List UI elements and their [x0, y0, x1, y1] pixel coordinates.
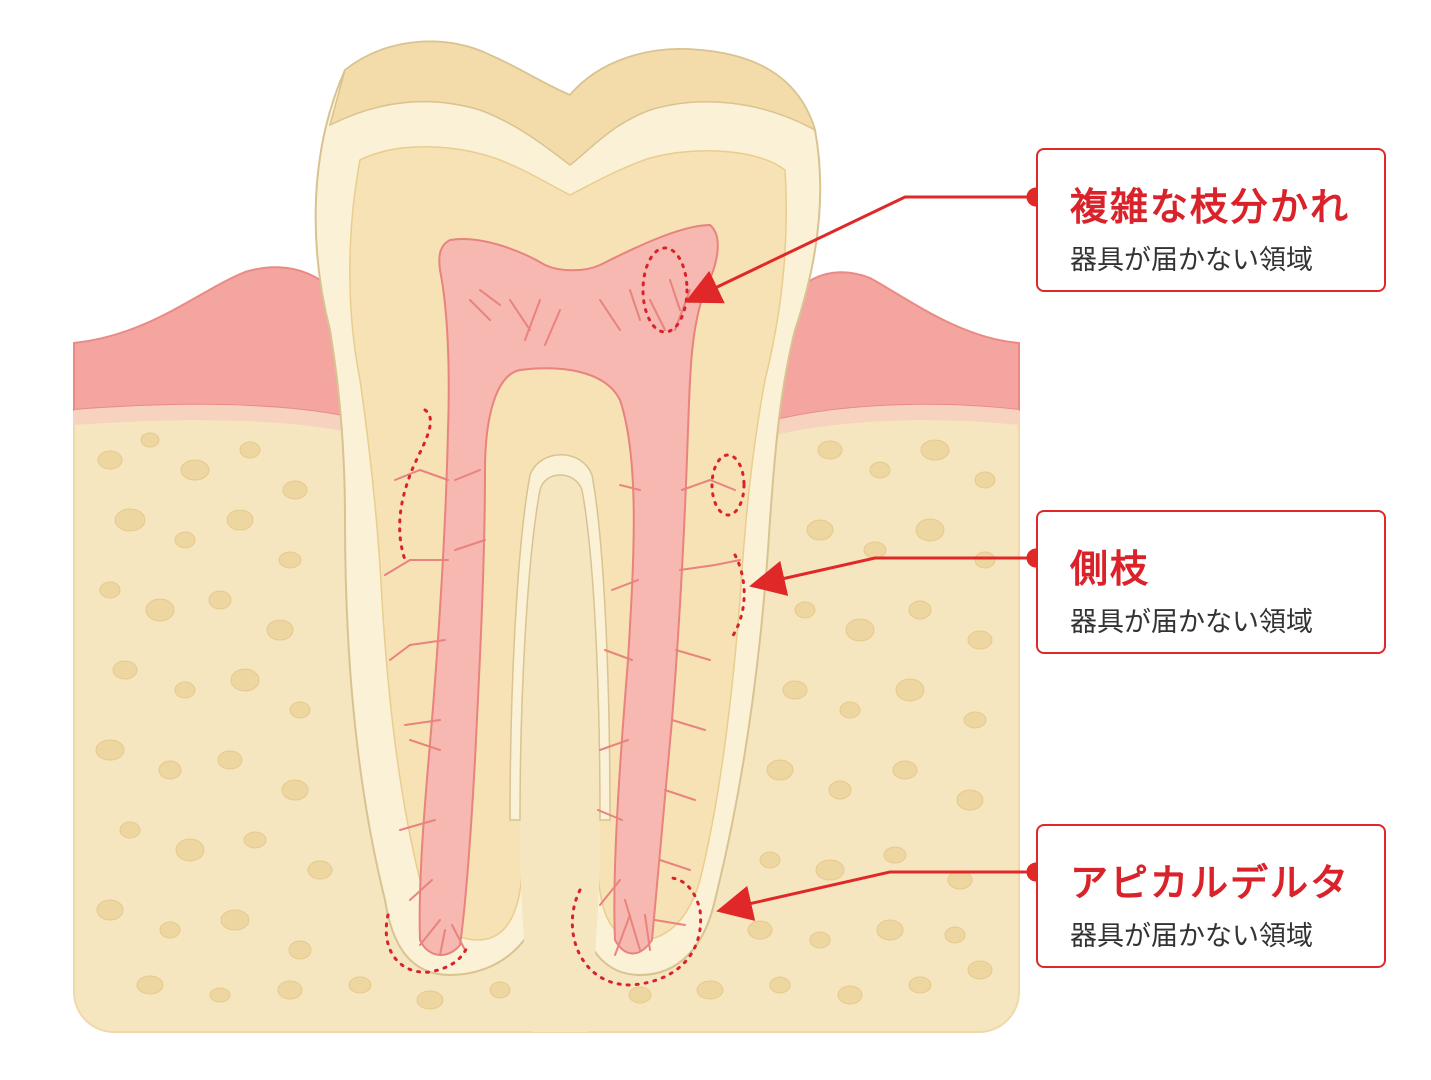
callout-title: アピカルデルタ [1070, 852, 1350, 907]
callout-title: 複雑な枝分かれ [1070, 176, 1350, 231]
inter-radicular-bone [520, 475, 600, 1032]
callout-subtitle: 器具が届かない領域 [1070, 600, 1313, 639]
callout-subtitle: 器具が届かない領域 [1070, 914, 1313, 953]
callout-title: 側枝 [1070, 538, 1150, 593]
callout-subtitle: 器具が届かない領域 [1070, 238, 1313, 277]
left-gum [74, 267, 362, 420]
callout-complex-branching: 複雑な枝分かれ 器具が届かない領域 [1036, 148, 1386, 292]
callout-apical-delta: アピカルデルタ 器具が届かない領域 [1036, 824, 1386, 968]
right-gum [775, 272, 1019, 420]
callout-lateral-branch: 側枝 器具が届かない領域 [1036, 510, 1386, 654]
